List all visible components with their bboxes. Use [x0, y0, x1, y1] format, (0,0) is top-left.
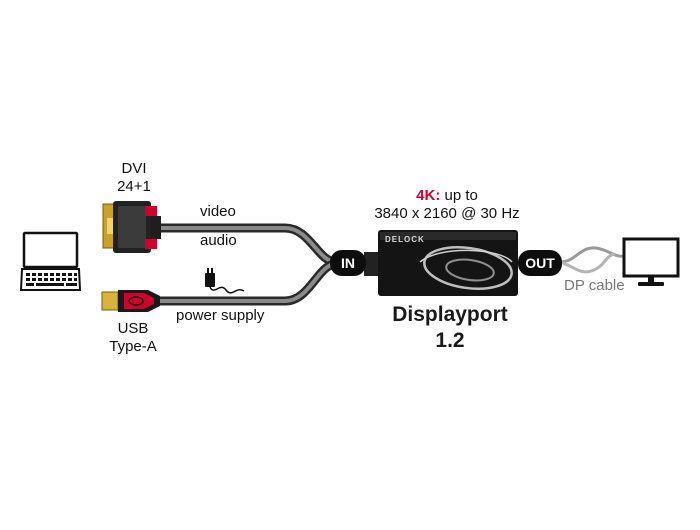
spec-resolution: 3840 x 2160 @ 30 Hz	[374, 205, 520, 222]
power-supply-label: power supply	[176, 307, 265, 324]
dvi-label-line2: 24+1	[117, 178, 151, 195]
audio-label: audio	[200, 232, 237, 249]
spec-line1: 4K: up to	[370, 187, 524, 204]
spec-suffix: up to	[444, 187, 478, 204]
input-cables	[153, 223, 341, 306]
monitor-icon	[622, 237, 680, 286]
dvi-connector-icon	[102, 201, 161, 253]
adapter-device	[364, 230, 518, 296]
usb-label-line2: Type-A	[109, 338, 157, 355]
dvi-label: DVI 24+1	[114, 160, 154, 196]
spec-prefix: 4K:	[416, 187, 441, 204]
dvi-label-line1: DVI	[121, 160, 147, 177]
out-port-badge: OUT	[518, 250, 562, 276]
in-port-badge: IN	[330, 250, 366, 276]
usb-label: USB Type-A	[108, 320, 158, 356]
usb-label-line1: USB	[117, 320, 149, 337]
output-cable	[558, 246, 628, 274]
laptop-icon	[19, 231, 82, 291]
video-label: video	[200, 203, 236, 220]
dp-cable-label: DP cable	[564, 277, 625, 294]
brand-logo: DELOCK	[385, 235, 425, 244]
device-name-line1: Displayport	[392, 303, 508, 326]
device-name-line2: 1.2	[435, 329, 465, 352]
power-plug-icon	[205, 268, 245, 294]
usb-connector-icon	[101, 290, 160, 312]
